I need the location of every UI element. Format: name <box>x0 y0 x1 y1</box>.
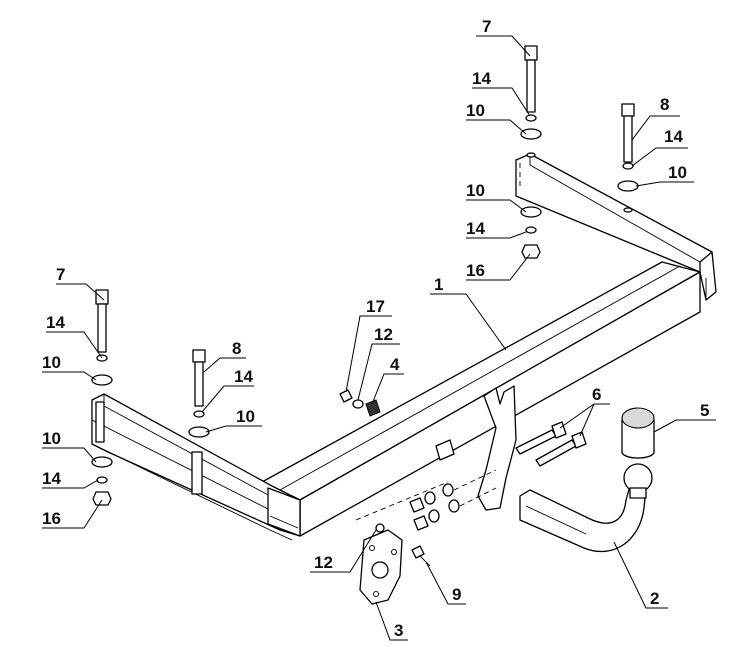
callout-16-right: 16 <box>466 261 485 280</box>
callout-8-left: 8 <box>232 339 241 358</box>
bolt-right-upper <box>524 45 538 113</box>
washers-far-right-stack <box>617 162 639 213</box>
callout-2: 2 <box>650 589 659 608</box>
callout-14-right-right: 14 <box>664 127 683 146</box>
callout-3: 3 <box>394 621 403 640</box>
callout-10-right-lower: 10 <box>466 181 485 200</box>
callout-7-top: 7 <box>482 17 491 36</box>
callout-10-left-lower: 10 <box>42 429 61 448</box>
callout-14-left-mid: 14 <box>234 367 253 386</box>
callout-7-left: 7 <box>56 265 65 284</box>
socket-plate-part-3 <box>359 523 403 605</box>
bolt-left-upper <box>95 289 109 353</box>
bolts-part-6 <box>515 421 587 467</box>
callout-14-left-upper: 14 <box>46 313 65 332</box>
callout-1: 1 <box>434 275 443 294</box>
callout-12-mid: 12 <box>374 325 393 344</box>
callout-4: 4 <box>390 355 400 374</box>
crossbar-frame <box>91 153 717 541</box>
callout-10-right-right: 10 <box>668 163 687 182</box>
callout-8-right: 8 <box>660 95 669 114</box>
callout-14-right-upper: 14 <box>472 69 491 88</box>
callout-5: 5 <box>700 401 709 420</box>
callout-10-left-mid: 10 <box>236 407 255 426</box>
callout-14-left-lower: 14 <box>42 469 61 488</box>
screw-part-9 <box>411 545 431 567</box>
ball-cap-part-5 <box>621 407 655 459</box>
callout-14-right-lower: 14 <box>466 219 485 238</box>
nuts-near-bracket <box>409 469 497 531</box>
callout-12-bottom: 12 <box>314 553 333 572</box>
callout-10-right-upper: 10 <box>466 101 485 120</box>
callout-10-left-upper: 10 <box>42 353 61 372</box>
towball-neck-part-2 <box>519 463 653 553</box>
small-fasteners-center <box>339 389 381 417</box>
washers-right-stack <box>520 114 542 259</box>
callout-9: 9 <box>452 585 461 604</box>
bolt-right-far <box>621 103 635 163</box>
callout-6: 6 <box>592 385 601 404</box>
callout-labels: 7 14 10 8 14 10 10 14 16 1 7 14 10 8 14 … <box>42 17 709 640</box>
leader-lines <box>42 35 716 641</box>
washers-left-mid-stack <box>188 410 210 438</box>
washers-left-stack <box>91 354 113 506</box>
callout-17: 17 <box>366 297 385 316</box>
callout-16-left: 16 <box>42 509 61 528</box>
bolt-left-mid <box>192 349 206 407</box>
